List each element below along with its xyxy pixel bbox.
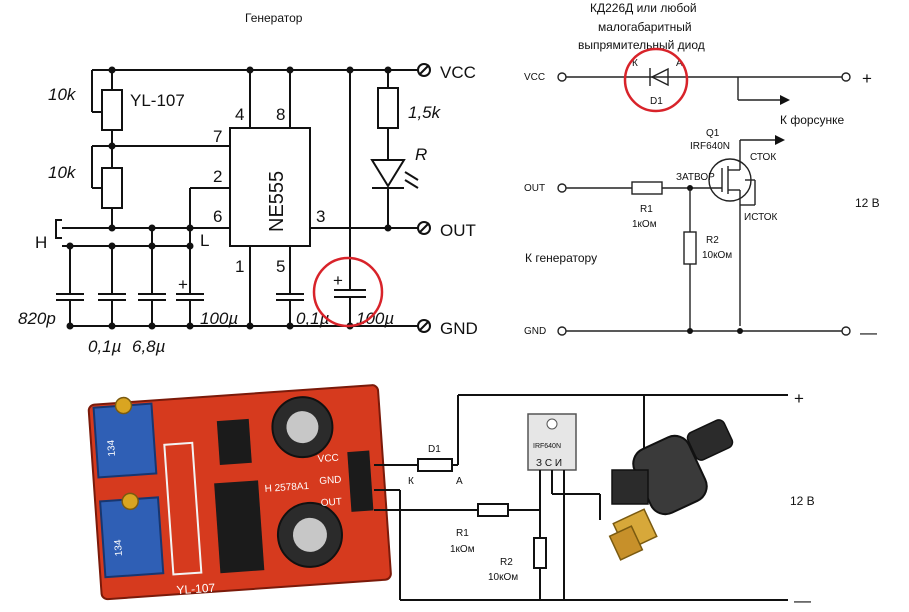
- led-label: R: [415, 145, 427, 164]
- svg-text:А: А: [676, 58, 683, 69]
- cap-supply: 100µ: [356, 309, 394, 328]
- pot-top: [92, 402, 158, 479]
- fuel-injector: [608, 395, 734, 561]
- wiring-resistor-r2: [533, 537, 547, 569]
- gate-label: ЗАТВОР: [676, 172, 715, 183]
- diode-note-3: выпрямительный диод: [578, 38, 705, 52]
- r2-name: R2: [706, 235, 719, 246]
- to-injector: К форсунке: [780, 113, 845, 127]
- cap-820p: 820p: [18, 309, 56, 328]
- wiring-transistor: IRF640N З С И: [527, 413, 577, 600]
- pin-4: 4: [235, 105, 244, 124]
- resistor-r2: [683, 231, 697, 265]
- svg-text:—: —: [860, 323, 877, 342]
- svg-text:R1: R1: [456, 528, 469, 539]
- pin-7: 7: [213, 127, 222, 146]
- svg-text:10кОм: 10кОм: [488, 572, 518, 583]
- driver-schematic: КД226Д или любой малогабаритный выпрямит…: [524, 1, 880, 342]
- l-label: L: [200, 231, 209, 250]
- driver-gnd: GND: [524, 326, 546, 337]
- board-vcc: VCC: [317, 453, 339, 465]
- r1-value: 1кОм: [632, 219, 657, 230]
- highlight-diode: [623, 47, 689, 113]
- resistor-mid: [101, 167, 123, 209]
- wiring-resistor-r1: [477, 503, 509, 517]
- diode-note-2: малогабаритный: [598, 20, 692, 34]
- h-label: H: [35, 233, 47, 252]
- svg-text:IRF640N: IRF640N: [533, 443, 561, 450]
- board-out: OUT: [320, 497, 342, 509]
- mosfet-q1: [708, 158, 752, 202]
- cap-0-1u: 0,1µ: [88, 337, 122, 356]
- generator-schematic: Генератор NE555 4 8 7 2 6 3 1 5 10k YL-1…: [18, 11, 478, 356]
- svg-text:К: К: [408, 476, 414, 487]
- svg-text:D1: D1: [428, 444, 441, 455]
- highlight-supply-cap: [312, 256, 384, 328]
- generator-title: Генератор: [245, 11, 303, 25]
- svg-text:+: +: [794, 389, 804, 408]
- capacitor-bank: + 820p 0,1µ 6,8µ 100µ: [18, 224, 238, 356]
- board-label: YL-107: [176, 581, 216, 598]
- resistor-top-value: 10k: [48, 85, 77, 104]
- diode-d1: [650, 67, 669, 87]
- source-label: ИСТОК: [744, 212, 778, 223]
- wiring-diagram: 134 134 H 2578A1 YL-107 VCC GND OUT +: [87, 384, 815, 610]
- q1-part: IRF640N: [690, 141, 730, 152]
- chip-label: NE555: [266, 171, 288, 232]
- resistor-mid-value: 10k: [48, 163, 77, 182]
- svg-text:К: К: [632, 58, 638, 69]
- svg-text:+: +: [862, 69, 872, 88]
- cap-6-8u: 6,8µ: [132, 337, 166, 356]
- cap-pin5: 0,1µ: [296, 309, 330, 328]
- led: [370, 159, 406, 188]
- driver-vcc: VCC: [524, 72, 545, 83]
- svg-text:R2: R2: [500, 557, 513, 568]
- svg-text:—: —: [794, 591, 811, 607]
- yl107-board: 134 134 H 2578A1 YL-107 VCC GND OUT: [87, 384, 392, 601]
- r2-value: 10кОм: [702, 250, 732, 261]
- gnd-label: GND: [440, 319, 478, 338]
- pin-2: 2: [213, 167, 222, 186]
- to-generator: К генератору: [525, 251, 597, 265]
- board-gnd: GND: [319, 475, 342, 488]
- pin-1: 1: [235, 257, 244, 276]
- wiring-voltage: 12 В: [790, 494, 815, 508]
- pin-6: 6: [213, 207, 222, 226]
- svg-text:З С И: З С И: [536, 458, 562, 469]
- diode-note-1: КД226Д или любой: [590, 1, 697, 15]
- vcc-label: VCC: [440, 63, 476, 82]
- diode-name: D1: [650, 96, 663, 107]
- resistor-led-value: 1,5k: [408, 103, 442, 122]
- out-label: OUT: [440, 221, 476, 240]
- board-chip-label: H 2578A1: [264, 481, 310, 495]
- q1-name: Q1: [706, 128, 720, 139]
- r1-name: R1: [640, 204, 653, 215]
- svg-text:1кОм: 1кОм: [450, 544, 475, 555]
- svg-text:134: 134: [113, 539, 125, 557]
- svg-text:+: +: [178, 275, 188, 294]
- resistor-1-5k: [377, 87, 399, 129]
- resistor-yl107: [101, 89, 123, 131]
- pin-8: 8: [276, 105, 285, 124]
- svg-text:А: А: [456, 476, 463, 487]
- svg-text:+: +: [333, 271, 343, 290]
- resistor-r1: [631, 181, 663, 195]
- pin-5: 5: [276, 257, 285, 276]
- drain-label: СТОК: [750, 152, 776, 163]
- pin-3: 3: [316, 207, 325, 226]
- resistor-top-label: YL-107: [130, 91, 185, 110]
- driver-voltage: 12 В: [855, 196, 880, 210]
- cap-100u: 100µ: [200, 309, 238, 328]
- svg-text:134: 134: [106, 439, 118, 457]
- wiring-diode-d1: [417, 458, 453, 472]
- driver-out: OUT: [524, 183, 545, 194]
